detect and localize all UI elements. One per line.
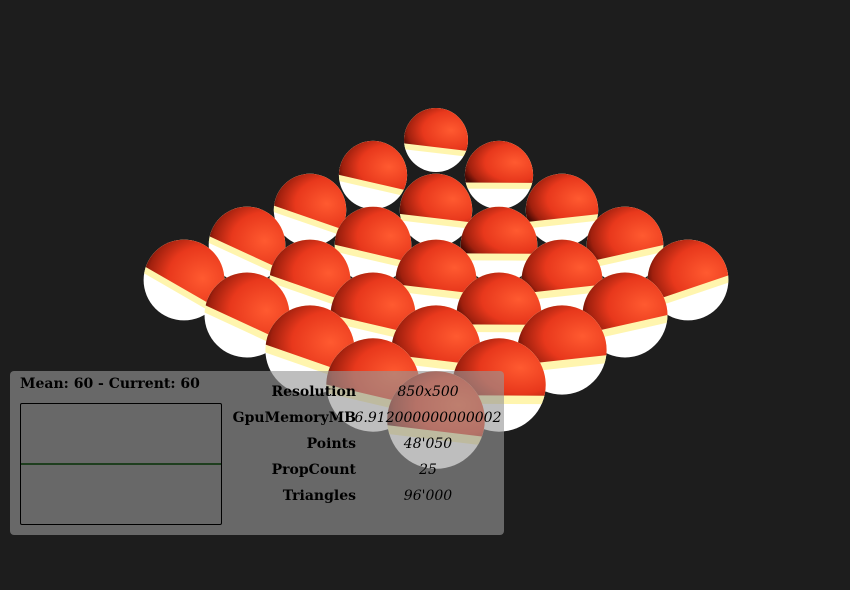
stat-row-triangles: Triangles 96'000	[10, 488, 504, 510]
sphere	[521, 239, 603, 321]
sphere	[273, 173, 347, 247]
sphere	[334, 206, 412, 284]
stat-label: Resolution	[271, 384, 356, 400]
fps-title: Mean: 60 - Current: 60	[20, 376, 200, 392]
sphere	[464, 140, 534, 210]
stat-row-points: Points 48'050	[10, 436, 504, 458]
sphere	[460, 206, 538, 284]
sphere	[404, 108, 468, 172]
sphere	[208, 206, 286, 284]
stat-value: 96'000	[403, 488, 453, 504]
fps-graph	[20, 403, 222, 525]
stat-row-gpu-memory: GpuMemoryMB 6.912000000000002	[10, 410, 504, 432]
sphere	[269, 239, 351, 321]
sphere	[143, 239, 225, 321]
stat-row-resolution: Resolution 850x500	[10, 384, 504, 406]
stat-row-prop-count: PropCount 25	[10, 462, 504, 484]
stat-value: 25	[419, 462, 437, 478]
stat-value: 6.912000000000002	[354, 410, 502, 426]
stat-value: 850x500	[397, 384, 459, 400]
sphere	[395, 239, 477, 321]
stat-label: GpuMemoryMB	[232, 410, 356, 426]
stats-panel: Mean: 60 - Current: 60 Resolution 850x50…	[10, 371, 504, 535]
sphere	[338, 140, 408, 210]
stat-label: Triangles	[282, 488, 356, 504]
sphere	[525, 173, 599, 247]
sphere	[586, 206, 664, 284]
stat-label: Points	[306, 436, 356, 452]
fps-graph-line	[21, 463, 221, 465]
sphere	[399, 173, 473, 247]
sphere	[647, 239, 729, 321]
stat-label: PropCount	[271, 462, 356, 478]
stat-value: 48'050	[403, 436, 453, 452]
